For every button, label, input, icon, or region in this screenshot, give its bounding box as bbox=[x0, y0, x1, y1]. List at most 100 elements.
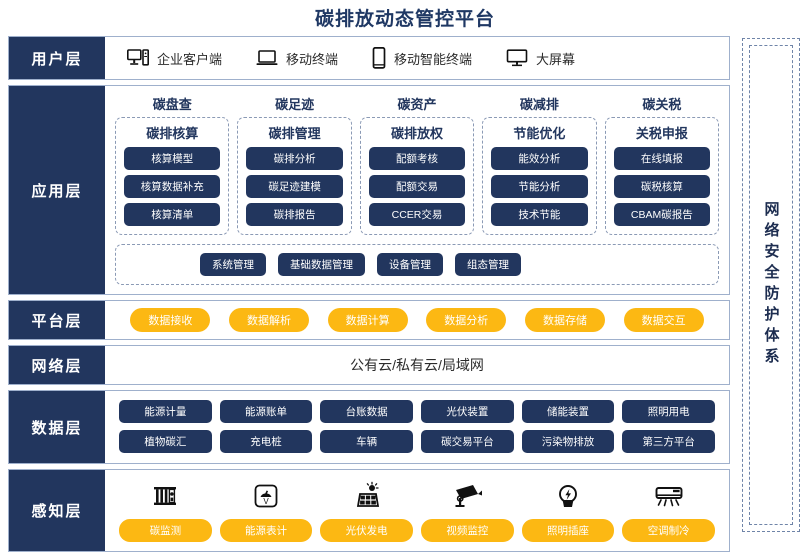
data-source-pill[interactable]: 照明用电 bbox=[622, 400, 716, 423]
layer-application-label: 应用层 bbox=[9, 86, 105, 294]
cctv-camera-icon bbox=[451, 478, 483, 514]
platform-capability-list: 数据接收 数据解析 数据计算 数据分析 数据存储 数据交互 bbox=[105, 301, 729, 339]
page-title: 碳排放动态管控平台 bbox=[314, 9, 495, 30]
sensing-item-label: 碳监测 bbox=[119, 519, 212, 542]
layer-network-label: 网络层 bbox=[9, 346, 105, 384]
solar-panel-icon bbox=[352, 478, 382, 514]
domain-title: 碳足迹 bbox=[275, 97, 315, 112]
management-pill-basic-data[interactable]: 基础数据管理 bbox=[278, 253, 365, 276]
layer-user: 用户层 bbox=[8, 36, 730, 80]
data-source-pill[interactable]: 污染物排放 bbox=[521, 430, 615, 453]
domain-carbon-footprint: 碳足迹 碳排管理 碳排分析 碳足迹建模 碳排报告 bbox=[237, 94, 352, 235]
user-terminal-list: 企业客户端 移动终端 bbox=[105, 37, 729, 79]
platform-pill[interactable]: 数据接收 bbox=[130, 308, 211, 332]
domain-title: 碳盘查 bbox=[152, 97, 192, 112]
layer-user-label: 用户层 bbox=[9, 37, 105, 79]
sensing-item-video-surveillance[interactable]: 视频监控 bbox=[421, 478, 514, 542]
sensing-item-air-conditioning[interactable]: 空调制冷 bbox=[622, 478, 716, 542]
user-item-mobile-terminal[interactable]: 移动终端 bbox=[256, 49, 338, 68]
platform-pill[interactable]: 数据解析 bbox=[228, 308, 309, 332]
app-feature-pill[interactable]: 核算清单 bbox=[124, 203, 221, 226]
platform-pill[interactable]: 数据存储 bbox=[524, 308, 605, 332]
data-source-pill[interactable]: 能源计量 bbox=[119, 400, 212, 423]
management-pill-configuration[interactable]: 组态管理 bbox=[455, 253, 521, 276]
user-item-enterprise-client[interactable]: 企业客户端 bbox=[127, 49, 222, 68]
app-feature-pill[interactable]: 配额交易 bbox=[368, 175, 466, 198]
management-pill-system[interactable]: 系统管理 bbox=[200, 253, 266, 276]
layer-application-body: 碳盘查 碳排核算 核算模型 核算数据补充 核算清单 碳足迹 碳排管理 碳排分析 bbox=[105, 86, 729, 294]
app-feature-pill[interactable]: CBAM碳报告 bbox=[613, 203, 711, 226]
light-bulb-icon bbox=[553, 478, 583, 514]
layer-platform: 平台层 数据接收 数据解析 数据计算 数据分析 数据存储 数据交互 bbox=[8, 300, 730, 340]
user-item-label: 企业客户端 bbox=[157, 51, 223, 67]
app-feature-pill[interactable]: CCER交易 bbox=[368, 203, 466, 226]
app-feature-pill[interactable]: 碳足迹建模 bbox=[246, 175, 343, 198]
data-source-pill[interactable]: 植物碳汇 bbox=[119, 430, 212, 453]
user-item-label: 大屏幕 bbox=[536, 51, 576, 67]
domain-subtitle: 碳排放权 bbox=[391, 126, 444, 141]
sensing-item-label: 视频监控 bbox=[421, 519, 514, 542]
layer-data-body: 能源计量 能源账单 台账数据 光伏装置 储能装置 照明用电 植物碳汇 充电桩 车… bbox=[105, 391, 729, 463]
platform-pill[interactable]: 数据交互 bbox=[623, 308, 704, 332]
data-source-pill[interactable]: 台账数据 bbox=[320, 400, 414, 423]
data-source-row-1: 能源计量 能源账单 台账数据 光伏装置 储能装置 照明用电 bbox=[119, 400, 716, 423]
management-pill-device[interactable]: 设备管理 bbox=[377, 253, 443, 276]
sensing-item-label: 能源表计 bbox=[219, 519, 313, 542]
domain-subtitle: 节能优化 bbox=[513, 126, 566, 141]
app-feature-pill[interactable]: 技术节能 bbox=[491, 203, 588, 226]
data-source-pill[interactable]: 车辆 bbox=[320, 430, 414, 453]
layer-sensing-body: 碳监测 V 能源表计 bbox=[105, 470, 729, 551]
carbon-sensor-icon bbox=[150, 478, 180, 514]
domain-box: 碳排管理 碳排分析 碳足迹建模 碳排报告 bbox=[237, 117, 352, 235]
app-feature-pill[interactable]: 在线填报 bbox=[613, 147, 711, 170]
app-feature-pill[interactable]: 节能分析 bbox=[491, 175, 588, 198]
security-column-inner: 网络安全防护体系 bbox=[749, 45, 793, 525]
sensing-item-lighting-socket[interactable]: 照明插座 bbox=[521, 478, 615, 542]
app-feature-pill[interactable]: 核算模型 bbox=[124, 147, 221, 170]
sensing-item-energy-meter[interactable]: V 能源表计 bbox=[219, 478, 313, 542]
platform-pill[interactable]: 数据计算 bbox=[327, 308, 408, 332]
domain-subtitle: 碳排核算 bbox=[146, 126, 199, 141]
user-item-large-screen[interactable]: 大屏幕 bbox=[506, 49, 575, 68]
sensing-item-label: 空调制冷 bbox=[622, 519, 716, 542]
application-domain-row: 碳盘查 碳排核算 核算模型 核算数据补充 核算清单 碳足迹 碳排管理 碳排分析 bbox=[115, 94, 720, 235]
data-source-pill[interactable]: 碳交易平台 bbox=[421, 430, 514, 453]
sensing-item-solar-power[interactable]: 光伏发电 bbox=[320, 478, 414, 542]
data-source-pill[interactable]: 第三方平台 bbox=[622, 430, 716, 453]
app-feature-pill[interactable]: 碳税核算 bbox=[613, 175, 711, 198]
network-text: 公有云/私有云/局域网 bbox=[350, 357, 484, 373]
platform-pill[interactable]: 数据分析 bbox=[426, 308, 507, 332]
domain-title: 碳减排 bbox=[519, 97, 559, 112]
domain-carbon-inventory: 碳盘查 碳排核算 核算模型 核算数据补充 核算清单 bbox=[115, 94, 230, 235]
app-feature-pill[interactable]: 核算数据补充 bbox=[124, 175, 221, 198]
sensing-item-label: 照明插座 bbox=[521, 519, 615, 542]
layer-application: 应用层 碳盘查 碳排核算 核算模型 核算数据补充 核算清单 碳足迹 bbox=[8, 85, 730, 295]
data-source-pill[interactable]: 充电桩 bbox=[219, 430, 313, 453]
data-source-pill[interactable]: 光伏装置 bbox=[421, 400, 514, 423]
sensing-device-list: 碳监测 V 能源表计 bbox=[119, 478, 716, 542]
app-feature-pill[interactable]: 碳排报告 bbox=[246, 203, 343, 226]
data-source-pill[interactable]: 储能装置 bbox=[521, 400, 615, 423]
domain-box: 碳排放权 配额考核 配额交易 CCER交易 bbox=[359, 117, 475, 235]
domain-title: 碳关税 bbox=[642, 97, 682, 112]
domain-box: 碳排核算 核算模型 核算数据补充 核算清单 bbox=[115, 117, 230, 235]
app-feature-pill[interactable]: 配额考核 bbox=[368, 147, 466, 170]
layer-network: 网络层 公有云/私有云/局域网 bbox=[8, 345, 730, 385]
domain-carbon-tariff: 碳关税 关税申报 在线填报 碳税核算 CBAM碳报告 bbox=[604, 94, 720, 235]
app-feature-pill[interactable]: 能效分析 bbox=[491, 147, 588, 170]
desktop-tower-icon bbox=[127, 49, 149, 67]
svg-text:V: V bbox=[263, 497, 269, 506]
user-item-smart-mobile-terminal[interactable]: 移动智能终端 bbox=[372, 47, 472, 69]
energy-meter-icon: V bbox=[251, 478, 281, 514]
layer-data-label: 数据层 bbox=[9, 391, 105, 463]
data-source-pill[interactable]: 能源账单 bbox=[219, 400, 313, 423]
domain-title: 碳资产 bbox=[397, 97, 437, 112]
sensing-item-carbon-monitor[interactable]: 碳监测 bbox=[119, 478, 212, 542]
layer-platform-body: 数据接收 数据解析 数据计算 数据分析 数据存储 数据交互 bbox=[105, 301, 729, 339]
security-column: 网络安全防护体系 bbox=[742, 38, 800, 532]
layer-data: 数据层 能源计量 能源账单 台账数据 光伏装置 储能装置 照明用电 植物碳汇 充… bbox=[8, 390, 730, 464]
layer-platform-label: 平台层 bbox=[9, 301, 105, 339]
sensing-item-label: 光伏发电 bbox=[320, 519, 414, 542]
app-feature-pill[interactable]: 碳排分析 bbox=[246, 147, 343, 170]
domain-box: 节能优化 能效分析 节能分析 技术节能 bbox=[482, 117, 597, 235]
